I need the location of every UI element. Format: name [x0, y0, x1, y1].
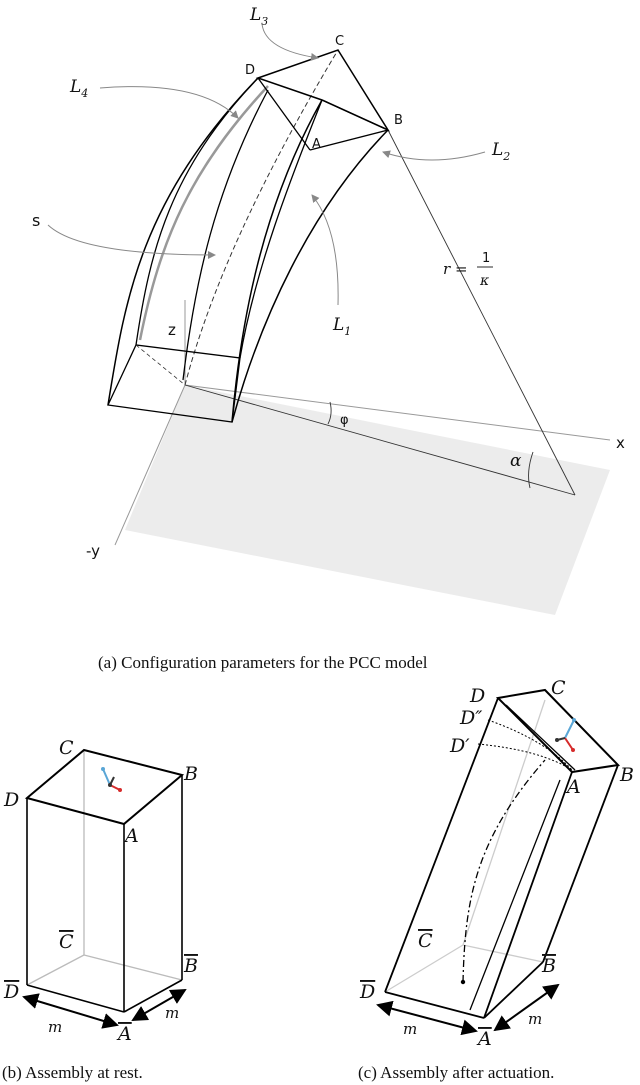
b-label-Cbar: C: [59, 931, 74, 953]
b-dim-front: [22, 993, 119, 1029]
edge-inner-front: [182, 89, 269, 381]
b-label-Bbar: B: [183, 955, 198, 977]
top-face: [255, 49, 390, 132]
radius-num: 1: [482, 251, 490, 266]
top-edge-DA: [257, 77, 311, 151]
c-dim-right: [493, 983, 560, 1032]
c-coordinate-frame: [555, 718, 576, 752]
neg-y-axis-label: -y: [86, 542, 100, 560]
arc-s: [138, 85, 269, 341]
panel-a: A B C D L3 L4 L2 L1 s r = 1 κ x -y z φ α…: [32, 5, 625, 672]
alpha-arc: [528, 451, 534, 489]
x-axis-label: x: [616, 434, 625, 452]
vertex-D-label: D: [245, 63, 255, 78]
radius-den: κ: [479, 273, 489, 289]
b-dim-label-right: m: [165, 1004, 179, 1022]
b-label-A: A: [123, 825, 139, 847]
c-neutral-axis: [462, 759, 546, 983]
edge-L2: [231, 129, 389, 423]
neg-y-axis: [114, 384, 186, 546]
caption-a: (a) Configuration parameters for the PCC…: [98, 653, 428, 672]
c-edge-B: [542, 764, 619, 963]
c-top-face: [495, 688, 621, 774]
c-hidden-bottom-left: [384, 944, 464, 993]
L4-label: L4: [69, 77, 88, 100]
phi-arc: [327, 401, 332, 425]
b-coordinate-frame: [101, 767, 122, 792]
L3-label: L3: [249, 5, 268, 28]
L2-label: L2: [491, 140, 510, 163]
c-label-A: A: [565, 776, 581, 798]
L1-label: L1: [332, 315, 351, 338]
b-top-face: [24, 748, 185, 826]
c-dim-label-front: m: [403, 1020, 417, 1038]
top-edge-AB2: [309, 129, 389, 151]
top-edge-AB: [321, 99, 389, 131]
c-label-D: D: [469, 685, 485, 707]
b-dim-label-front: m: [48, 1018, 62, 1036]
vertex-A-label: A: [312, 137, 321, 152]
c-label-C: C: [551, 677, 566, 699]
L3-pointer: [261, 23, 319, 61]
radius-lhs: r =: [443, 260, 468, 278]
radius-line: [387, 129, 576, 496]
c-label-D2: D″: [459, 707, 482, 729]
caption-b: (b) Assembly at rest.: [2, 1063, 143, 1082]
phi-label: φ: [340, 413, 349, 428]
c-edge-A: [483, 771, 573, 1019]
vertex-B-label: B: [394, 113, 403, 128]
b-label-Abar: A: [116, 1023, 132, 1045]
c-base-point: [460, 979, 466, 985]
c-dim-label-right: m: [528, 1010, 542, 1028]
edge-L4: [107, 77, 259, 406]
L4-pointer: [99, 86, 239, 119]
alpha-label: α: [510, 451, 522, 471]
c-hidden-bottom-right: [462, 944, 544, 963]
base-face: [107, 344, 241, 423]
edge-inner-right: [239, 99, 323, 359]
b-label-C: C: [59, 737, 74, 759]
panel-c: D C D″ D′ B A C B D A m m (c) Assembly a…: [358, 677, 634, 1082]
base-hidden: [135, 344, 186, 386]
b-hidden-back-left: [26, 954, 85, 986]
c-label-Cbar: C: [418, 930, 433, 952]
b-label-D: D: [3, 789, 19, 811]
panel-b: C B D A C B D A m m (b) Assembly at rest…: [2, 737, 198, 1082]
b-dim-right: [131, 989, 187, 1021]
c-label-Bbar: B: [541, 955, 556, 977]
c-hidden-back: [462, 699, 546, 946]
vertex-C-label: C: [335, 34, 344, 49]
c-label-Abar: A: [476, 1028, 492, 1050]
c-edge-A-inner: [469, 779, 561, 1011]
z-axis-label: z: [168, 321, 176, 339]
b-label-Dbar: D: [3, 981, 19, 1003]
c-bottom-front: [384, 991, 485, 1019]
ground-plane: [125, 385, 610, 615]
edge-inner-left: [135, 77, 259, 346]
c-dim-front: [376, 1000, 478, 1036]
c-label-Dbar: D: [359, 981, 375, 1003]
s-pointer: [47, 224, 216, 259]
b-hidden-back-right: [83, 954, 183, 981]
hidden-edge-C: [184, 49, 339, 386]
L1-pointer: [311, 194, 339, 306]
c-edge-D: [384, 697, 499, 993]
b-label-B: B: [183, 763, 198, 785]
c-label-B: B: [619, 764, 634, 786]
c-top-inner: [505, 704, 576, 771]
arc-s-label: s: [32, 211, 40, 230]
caption-c: (c) Assembly after actuation.: [358, 1063, 554, 1082]
x-axis: [184, 384, 611, 441]
b-bottom-front: [26, 984, 125, 1013]
edge-L1-front: [231, 99, 323, 423]
c-label-D1: D′: [449, 735, 470, 757]
base-to-center-line: [184, 384, 576, 496]
L2-pointer: [382, 150, 486, 161]
